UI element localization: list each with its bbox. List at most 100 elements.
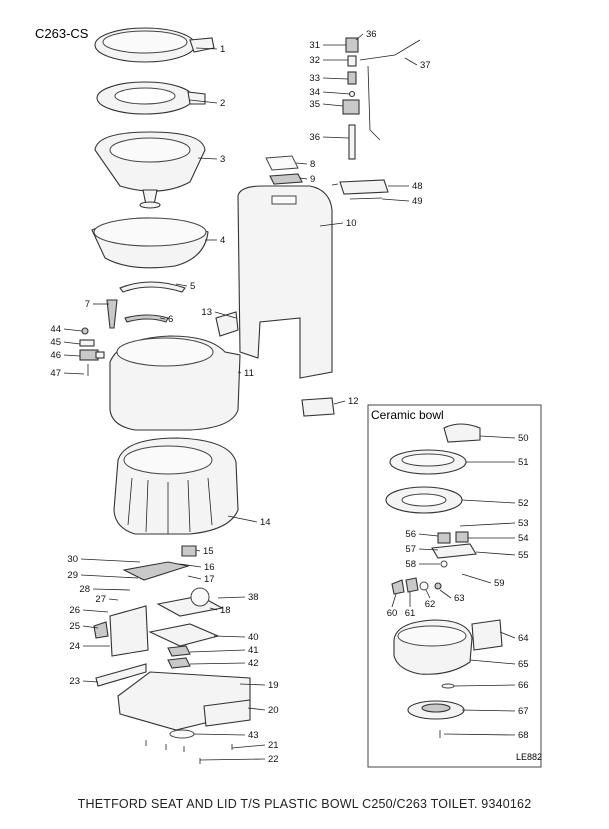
pump-assembly-part — [342, 37, 421, 160]
leader-line-57 — [418, 548, 439, 551]
leader-line-40 — [213, 635, 246, 638]
leader-line-3 — [197, 157, 218, 160]
leader-line-26 — [82, 609, 109, 613]
image-caption: THETFORD SEAT AND LID T/S PLASTIC BOWL C… — [77, 797, 532, 811]
leader-line-66 — [453, 684, 516, 687]
callout-30: 30 — [67, 554, 78, 565]
leader-line-50 — [479, 435, 516, 439]
callout-48: 48 — [412, 181, 423, 192]
clip-part — [106, 299, 118, 329]
leader-line-2 — [189, 99, 218, 104]
seat-part — [96, 81, 206, 115]
valve-assembly-part — [79, 327, 105, 376]
callout-52: 52 — [518, 498, 529, 509]
leader-line-27 — [108, 598, 119, 601]
hinge-cap-part — [455, 531, 469, 543]
housing-part — [109, 335, 241, 431]
leader-line-30 — [80, 558, 141, 563]
leader-line-43 — [193, 733, 246, 736]
plate-40-part — [148, 623, 220, 647]
ceramic-lid-part — [443, 423, 481, 443]
callout-61: 61 — [405, 608, 416, 619]
callout-56: 56 — [405, 529, 416, 540]
blade-holder-part — [122, 561, 191, 581]
callout-51: 51 — [518, 457, 529, 468]
leader-line-56 — [418, 533, 439, 537]
callout-43: 43 — [248, 730, 259, 741]
callout-40: 40 — [248, 632, 259, 643]
leader-line-6 — [159, 317, 166, 320]
callout-38: 38 — [248, 592, 259, 603]
leader-line-15 — [195, 549, 201, 552]
bracket-part — [339, 179, 389, 195]
callout-37: 37 — [420, 60, 431, 71]
leader-line-1 — [195, 47, 218, 50]
callout-26: 26 — [69, 605, 80, 616]
callout-21: 21 — [268, 740, 279, 751]
leader-line-68 — [443, 733, 516, 736]
bowl-part — [91, 217, 209, 269]
callout-55: 55 — [518, 550, 529, 561]
ceramic-bowl-inset — [367, 404, 542, 768]
callout-66: 66 — [518, 680, 529, 691]
seal-part — [124, 314, 169, 323]
gasket-41-part — [167, 645, 191, 657]
mount-plate-part — [471, 619, 503, 651]
leader-line-13 — [214, 311, 237, 319]
plate-part — [265, 155, 299, 171]
callout-4: 4 — [220, 235, 225, 246]
leader-line-20 — [247, 707, 266, 711]
callout-67: 67 — [518, 706, 529, 717]
leader-line-14 — [227, 515, 258, 523]
leader-line-59 — [461, 573, 492, 584]
callout-24: 24 — [69, 641, 80, 652]
leader-line-60 — [391, 593, 397, 608]
washer-62-part — [419, 581, 429, 591]
callout-34: 34 — [309, 87, 320, 98]
callout-68: 68 — [518, 730, 529, 741]
leader-line-21 — [231, 744, 266, 749]
callout-41: 41 — [248, 645, 259, 656]
callout-12: 12 — [348, 396, 359, 407]
spring-part — [181, 545, 197, 557]
side-panel-part — [109, 605, 149, 657]
callout-10: 10 — [346, 218, 357, 229]
waste-tank-part — [113, 437, 239, 535]
callout-3: 3 — [220, 154, 225, 165]
latch-part — [93, 621, 109, 639]
callout-49: 49 — [412, 196, 423, 207]
leader-line-55 — [475, 551, 516, 556]
drawing-code: LE882 — [516, 752, 542, 762]
leader-line-49 — [381, 198, 410, 202]
callout-1: 1 — [220, 44, 225, 55]
callout-5: 5 — [190, 281, 195, 292]
gasket-42-part — [167, 657, 191, 669]
leader-line-10 — [319, 222, 344, 227]
callout-7: 7 — [85, 299, 90, 310]
callout-46: 46 — [50, 350, 61, 361]
leader-line-17 — [187, 575, 202, 580]
hinge-bracket-part — [215, 311, 239, 337]
panel-insert-part — [301, 397, 335, 417]
ring-part — [119, 281, 186, 293]
cap-60-part — [391, 579, 405, 595]
callout-57: 57 — [405, 544, 416, 555]
callout-62: 62 — [425, 599, 436, 610]
base-part — [117, 671, 251, 731]
callout-23: 23 — [69, 676, 80, 687]
callout-32: 32 — [309, 55, 320, 66]
leader-line-34 — [322, 91, 351, 95]
inset-title: Ceramic bowl — [371, 408, 444, 422]
washer-63-part — [434, 582, 442, 590]
callout-29: 29 — [67, 570, 78, 581]
leader-line-41 — [189, 649, 246, 653]
callout-50: 50 — [518, 433, 529, 444]
callout-18: 18 — [220, 605, 231, 616]
leader-line-9 — [299, 177, 308, 180]
callout-11: 11 — [244, 368, 254, 379]
leader-line-35 — [322, 103, 344, 107]
leader-line-22 — [199, 758, 266, 761]
leader-line-64 — [499, 631, 516, 639]
back-panel-part — [237, 185, 333, 379]
